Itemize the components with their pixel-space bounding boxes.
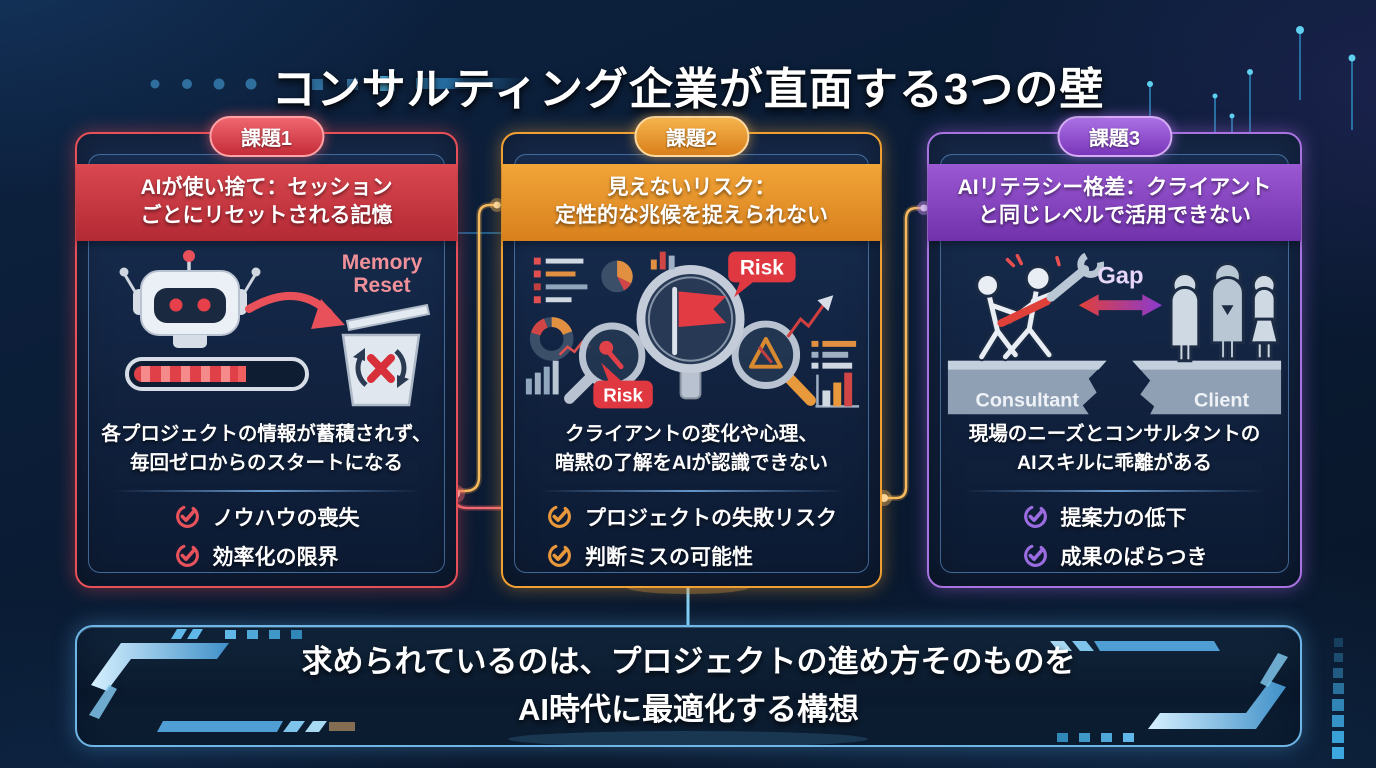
- client-label: Client: [1194, 389, 1249, 411]
- challenge-card-2: 課題2 見えないリスク： 定性的な兆候を捉えられない: [501, 116, 882, 588]
- checklist-text: 判断ミスの可能性: [585, 545, 753, 569]
- checklist-text: 提案力の低下: [1060, 506, 1187, 530]
- magnifier-risk-illustration: Risk Risk: [525, 251, 860, 409]
- challenge-3-content: Gap Consultant Client 現場のニーズとコンサルタントの AI…: [940, 240, 1289, 573]
- risk-bubble-top: Risk: [728, 251, 796, 298]
- conclusion-text: 求められているのは、プロジェクトの進め方そのものを AI時代に最適化する構想: [301, 643, 1076, 727]
- challenge-1-checklist: ノウハウの喪失 効率化の限界: [174, 502, 360, 571]
- trend-arrow-icon: [786, 295, 834, 338]
- check-circle-icon: [174, 542, 201, 569]
- challenge-1-description: 各プロジェクトの情報が蓄積されず、 毎回ゼロからのスタートになる: [101, 423, 432, 475]
- conclusion-banner: 求められているのは、プロジェクトの進め方そのものを AI時代に最適化する構想: [75, 625, 1302, 747]
- challenge-2-content: Risk Risk クライアントの変化や心理、 暗黙の了解をAIが認識できない: [514, 240, 869, 573]
- checklist-text: ノウハウの喪失: [212, 506, 360, 530]
- red-tool-icon: [997, 297, 1052, 328]
- magnifier-warning-icon: [731, 320, 816, 406]
- progress-bar: [124, 357, 309, 391]
- robot-trash-illustration: Memory Reset: [119, 250, 430, 407]
- challenge-2-badge: 課題2: [633, 116, 750, 157]
- check-circle-icon: [1022, 542, 1049, 569]
- challenge-card-1: 課題1 AIが使い捨て：セッション ごとにリセットされる記憶: [75, 116, 458, 588]
- badge-label: 課題3: [1088, 128, 1141, 150]
- mini-bars-icon: [650, 251, 675, 270]
- checklist-text: プロジェクトの失敗リスク: [585, 506, 837, 530]
- challenge-2-header: 見えないリスク： 定性的な兆候を捉えられない: [502, 164, 881, 241]
- check-circle-icon: [546, 503, 573, 530]
- consultant-figures: [975, 251, 1105, 362]
- bar-chart-axis-icon: [815, 372, 860, 408]
- challenge-2-checklist: プロジェクトの失敗リスク 判断ミスの可能性: [546, 502, 837, 571]
- check-circle-icon: [174, 503, 201, 530]
- challenge-3-checklist: 提案力の低下 成果のばらつき: [1022, 502, 1208, 571]
- header-text: 見えないリスク： 定性的な兆候を捉えられない: [555, 176, 828, 228]
- header-text: AIリテラシー格差：クライアント と同じレベルで活用できない: [957, 176, 1272, 228]
- divider: [538, 489, 845, 492]
- left-cliff: [947, 360, 1107, 415]
- donut-chart-icon: [529, 317, 574, 361]
- skill-gap-illustration: Gap Consultant Client: [940, 240, 1289, 418]
- checklist-item: プロジェクトの失敗リスク: [546, 502, 837, 532]
- wrench-icon: [1046, 251, 1105, 302]
- stress-marks-icon: [1005, 253, 1061, 268]
- memory-reset-label-line1: Memory: [341, 251, 422, 274]
- risk-label: Risk: [740, 256, 784, 279]
- checklist-item: 成果のばらつき: [1022, 541, 1208, 571]
- challenge-3-description: 現場のニーズとコンサルタントの AIスキルに乖離がある: [968, 423, 1261, 475]
- header-text: AIが使い捨て：セッション ごとにリセットされる記憶: [140, 176, 393, 228]
- pie-chart-icon: [601, 260, 633, 293]
- risk-detection-illustration: Risk Risk: [514, 240, 869, 418]
- challenge-3-badge: 課題3: [1056, 116, 1173, 157]
- list-chart-icon: [533, 257, 588, 304]
- check-circle-icon: [546, 542, 573, 569]
- checklist-item: 判断ミスの可能性: [546, 541, 753, 571]
- gap-arrow-icon: [1078, 294, 1163, 317]
- checklist-item: 効率化の限界: [174, 541, 339, 571]
- checklist-text: 成果のばらつき: [1060, 545, 1208, 569]
- challenge-2-description: クライアントの変化や心理、 暗黙の了解をAIが認識できない: [554, 423, 828, 475]
- list-chart-icon: [811, 340, 857, 369]
- right-cliff: [1132, 360, 1282, 415]
- x-mark-icon: [366, 354, 395, 383]
- challenge-1-header: AIが使い捨て：セッション ごとにリセットされる記憶: [76, 164, 457, 241]
- reset-arrow-icon: [244, 292, 345, 329]
- checklist-item: ノウハウの喪失: [174, 502, 360, 532]
- challenge-card-3: 課題3 AIリテラシー格差：クライアント と同じレベルで活用できない: [927, 116, 1302, 588]
- robot-icon: [119, 250, 260, 348]
- checklist-text: 効率化の限界: [212, 545, 339, 569]
- memory-reset-label-line2: Reset: [353, 274, 410, 297]
- divider: [964, 489, 1265, 492]
- divider: [112, 489, 420, 492]
- memory-reset-illustration: Memory Reset: [88, 240, 445, 418]
- recycle-icon: [355, 349, 406, 387]
- client-figures: [1169, 262, 1280, 363]
- trash-can-icon: [341, 303, 430, 407]
- bar-chart-icon: [525, 360, 559, 395]
- checklist-item: 提案力の低下: [1022, 502, 1187, 532]
- magnifier-flag-icon: [636, 265, 745, 400]
- check-circle-icon: [1022, 503, 1049, 530]
- badge-label: 課題2: [665, 128, 718, 150]
- challenge-1-badge: 課題1: [208, 116, 325, 157]
- challenge-3-header: AIリテラシー格差：クライアント と同じレベルで活用できない: [928, 164, 1301, 241]
- badge-label: 課題1: [240, 128, 293, 150]
- challenge-1-content: Memory Reset 各プロジェクトの情報が蓄積されず、 毎回ゼロからのスタ…: [88, 240, 445, 573]
- risk-label: Risk: [603, 384, 643, 405]
- consultant-label: Consultant: [976, 389, 1080, 411]
- page-title: コンサルティング企業が直面する3つの壁: [271, 65, 1105, 115]
- magnifier-pin-icon: [564, 322, 646, 404]
- consultant-client-gap-illustration: Gap Consultant Client: [947, 251, 1282, 415]
- gap-label: Gap: [1097, 262, 1143, 289]
